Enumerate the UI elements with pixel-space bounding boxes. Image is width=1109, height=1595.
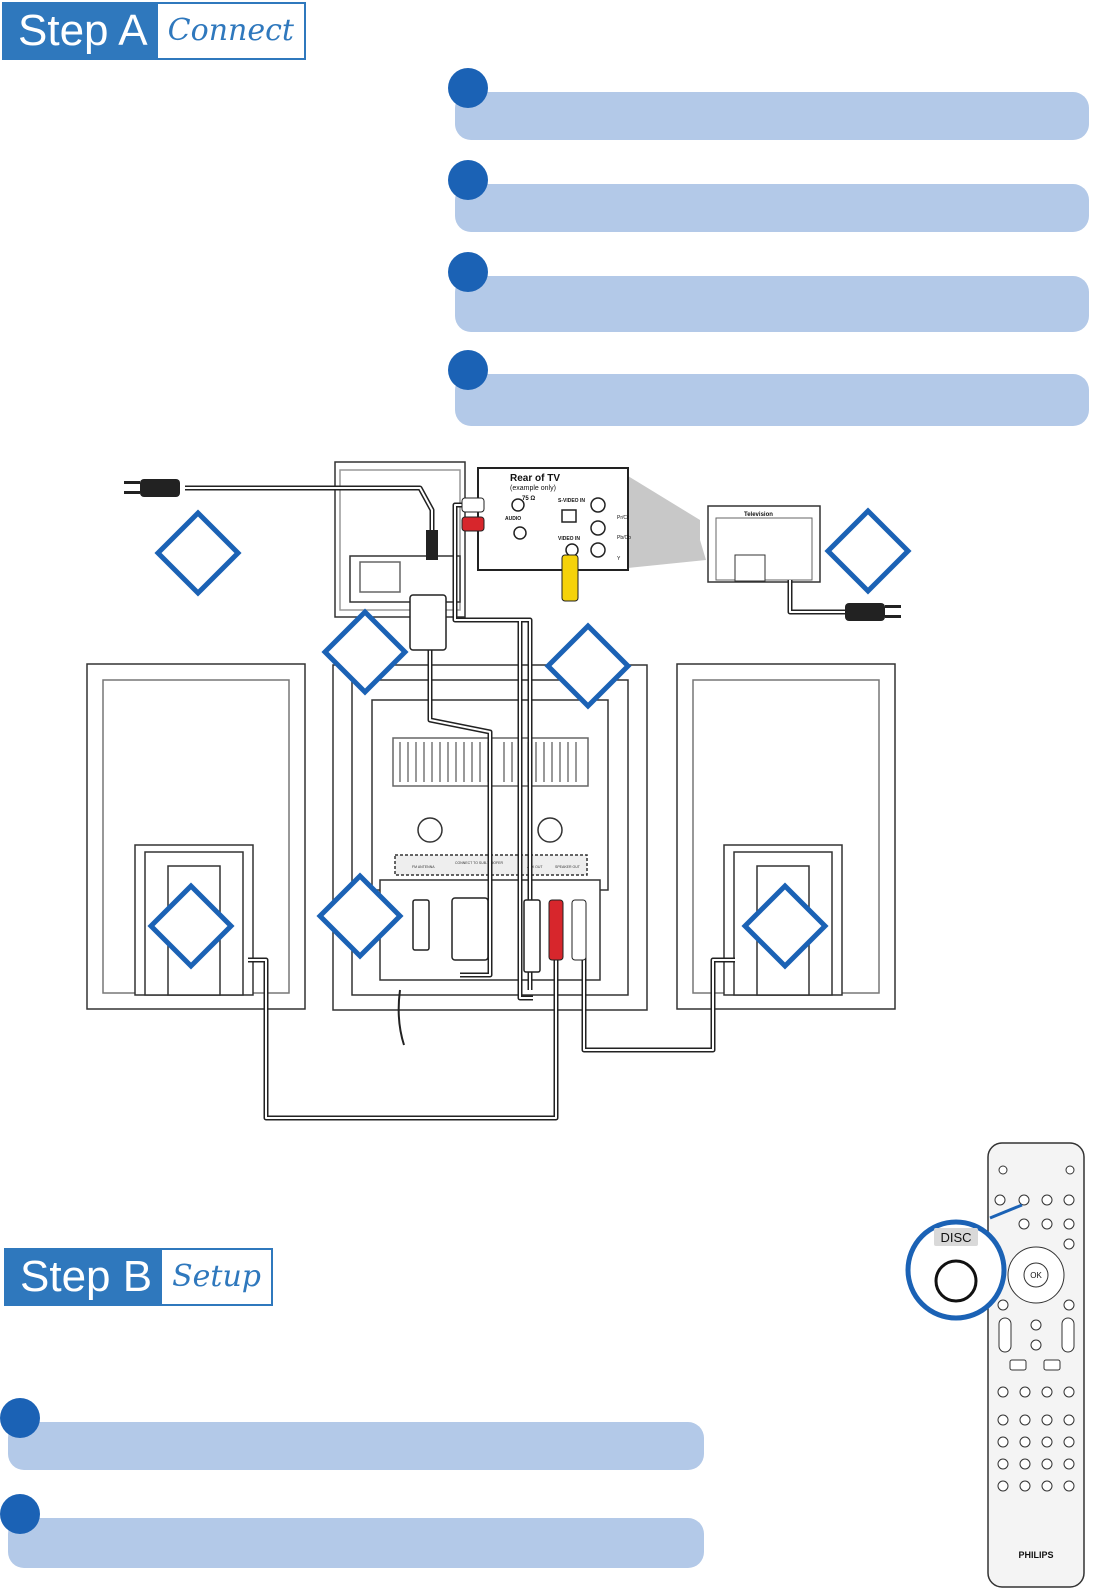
audio-label: AUDIO (505, 516, 521, 522)
marker-antenna (316, 872, 404, 960)
disc-callout-label: DISC (940, 1230, 971, 1245)
step-a-header: Step A Connect (2, 2, 306, 60)
step-b-bullet-2 (0, 1494, 40, 1534)
step-a-bullet-4 (448, 350, 488, 390)
step-a-bullet-1 (448, 68, 488, 108)
tv-ohm-label: 75 Ω (522, 496, 535, 502)
pb-label: Pb/Cb (617, 535, 631, 541)
diamond-markers (147, 507, 912, 970)
rear-panel-labels: FM ANTENNA CONNECT TO SUB-WOOFER AUX OUT… (412, 861, 581, 869)
step-b-bar-2 (8, 1518, 704, 1568)
y-label: Y (617, 556, 621, 562)
step-a-subtitle: Connect (167, 13, 294, 48)
pr-label: Pr/Cr (617, 515, 629, 521)
power-plug-right (845, 603, 901, 621)
marker-right-speaker (741, 882, 829, 970)
remote-ok-button (1023, 1262, 1049, 1288)
video-in-label: VIDEO IN (558, 536, 580, 542)
step-a-bullet-2 (448, 160, 488, 200)
step-b-bullet-1 (0, 1398, 40, 1438)
svg-text:SPEAKER OUT: SPEAKER OUT (555, 865, 581, 869)
marker-video (544, 622, 632, 710)
tv-rear-panel: Rear of TV (example only) 75 Ω S-VIDEO I… (477, 467, 706, 571)
power-plug-left (124, 479, 180, 497)
remote-ok-label: OK (1030, 1271, 1042, 1280)
subwoofer (334, 461, 466, 618)
step-b-title: Step B (6, 1250, 163, 1304)
step-a-bar-2 (455, 184, 1089, 232)
tv-label: Television (744, 512, 773, 518)
svg-text:CONNECT TO SUB-WOOFER: CONNECT TO SUB-WOOFER (455, 861, 504, 865)
svideo-label: S-VIDEO IN (558, 498, 585, 504)
svg-text:AUX OUT: AUX OUT (527, 865, 543, 869)
step-b-header: Step B Setup (4, 1248, 273, 1306)
disc-button (934, 1259, 978, 1303)
tv-panel-subtitle: (example only) (510, 485, 556, 492)
svg-text:FM ANTENNA: FM ANTENNA (412, 865, 435, 869)
marker-left-speaker (147, 882, 235, 970)
marker-tv-power (824, 507, 912, 595)
step-a-bar-3 (455, 276, 1089, 332)
tv-panel-title: Rear of TV (510, 473, 560, 484)
marker-subwoofer (321, 608, 409, 696)
step-a-title: Step A (4, 4, 158, 58)
television: Television (707, 505, 821, 583)
step-a-bar-4 (455, 374, 1089, 426)
remote-brand: PHILIPS (1018, 1550, 1053, 1560)
marker-power (154, 509, 242, 597)
step-a-bar-1 (455, 92, 1089, 140)
step-a-bullet-3 (448, 252, 488, 292)
step-b-subtitle: Setup (172, 1259, 261, 1294)
cables (185, 485, 850, 1121)
step-b-bar-1 (8, 1422, 704, 1470)
connection-diagram: Rear of TV (example only) 75 Ω S-VIDEO I… (86, 461, 912, 1121)
remote-control: OK PHILIPS DISC (905, 1142, 1085, 1588)
av-connectors (409, 497, 587, 973)
